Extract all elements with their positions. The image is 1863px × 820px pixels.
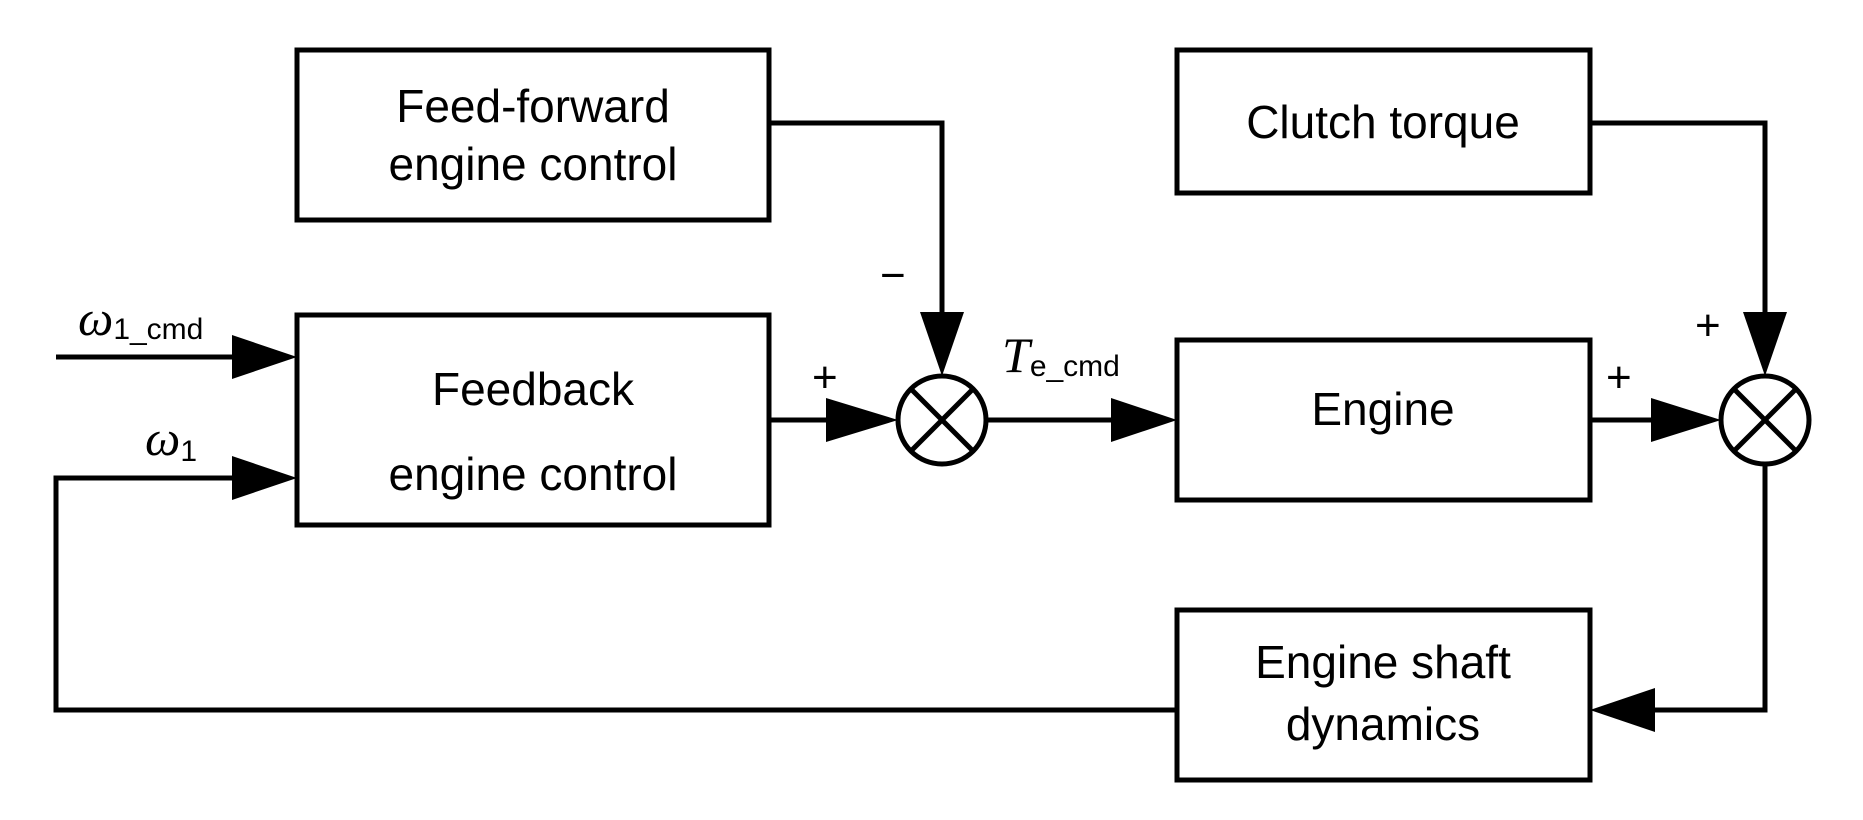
clutch-to-sum2-line [1590, 120, 1787, 376]
omega-label: ω1 [145, 410, 197, 468]
clutch-torque-label: Clutch torque [1246, 96, 1520, 148]
engine-block: Engine [1174, 337, 1593, 503]
feedback-control-block: Feedback engine control [294, 312, 772, 528]
engine-shaft-dynamics-block: Engine shaft dynamics [1174, 607, 1593, 783]
engine-to-sum2-line [1590, 398, 1721, 442]
feedback-to-sum1-line [769, 398, 898, 442]
feedback-loop-line [53, 456, 1177, 713]
plus-sign-clutch: + [1695, 301, 1721, 350]
feedforward-label-line1: Feed-forward [396, 80, 670, 132]
shaft-label-line2: dynamics [1286, 698, 1480, 750]
feedforward-to-sum1-line [769, 120, 964, 376]
plus-sign-engine: + [1606, 353, 1632, 402]
summing-junction-1 [895, 373, 989, 467]
feedback-label-line2: engine control [389, 448, 678, 500]
minus-sign-feedforward: − [880, 251, 906, 300]
engine-label: Engine [1311, 383, 1454, 435]
shaft-label-line1: Engine shaft [1255, 636, 1511, 688]
feedforward-control-block: Feed-forward engine control [294, 47, 772, 223]
omega-cmd-label: ω1_cmd [78, 290, 203, 346]
sum1-to-engine-line [986, 398, 1177, 442]
torque-cmd-label: Te_cmd [1002, 327, 1120, 383]
signal-omega-cmd-line [56, 335, 297, 379]
feedforward-label-line2: engine control [389, 138, 678, 190]
sum2-to-shaft-line [1590, 464, 1768, 732]
plus-sign-feedback: + [812, 353, 838, 402]
feedback-label-line1: Feedback [432, 363, 635, 415]
clutch-torque-block: Clutch torque [1174, 47, 1593, 196]
summing-junction-2 [1718, 373, 1812, 467]
